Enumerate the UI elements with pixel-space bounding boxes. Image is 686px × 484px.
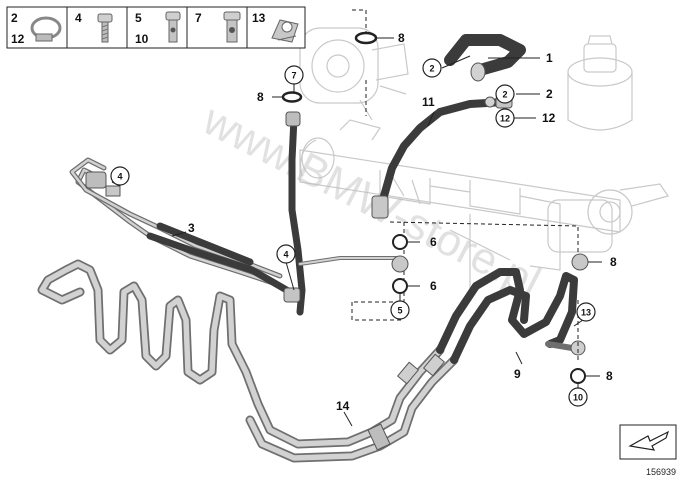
hollow-bolt-icon: [223, 11, 241, 43]
orientation-box: [619, 424, 677, 460]
power-steering-pump-ghost: [299, 27, 409, 121]
label-1: 1: [546, 51, 553, 65]
callout-4b: 4: [276, 244, 296, 264]
holder-clip-icon: [271, 19, 299, 43]
callout-7: 7: [284, 65, 304, 85]
callout-2a: 2: [422, 58, 442, 78]
seal-washer: [570, 368, 586, 384]
suction-hose: [444, 34, 526, 82]
callout-2b: 2: [495, 84, 515, 104]
steering-rack-ghost: [299, 119, 669, 290]
svg-text:5: 5: [397, 306, 402, 316]
label-9: 9: [514, 367, 521, 381]
label-6-upper: 6: [430, 235, 437, 249]
cooling-coil-pipe: [37, 259, 459, 463]
legend-label: 4: [75, 11, 82, 25]
legend-box: 2 12 4 5 10 7 13: [6, 6, 306, 49]
label-8-bottom: 8: [606, 369, 613, 383]
o-ring: [281, 91, 303, 103]
callout-12: 12: [495, 108, 515, 128]
legend-label: 10: [135, 32, 149, 46]
seals: [281, 31, 586, 384]
hose-9: [436, 268, 586, 364]
label-11: 11: [422, 95, 435, 109]
banjo-bolt-icon: [165, 11, 181, 43]
label-8-rack: 8: [610, 255, 617, 269]
label-8-pump: 8: [257, 90, 264, 104]
callout-13: 13: [576, 302, 596, 322]
svg-text:2: 2: [429, 64, 434, 74]
label-leaders: [111, 37, 602, 427]
svg-text:2: 2: [502, 90, 507, 100]
legend-label: 2: [11, 11, 18, 25]
legend-label: 7: [195, 11, 202, 25]
callout-5: 5: [390, 300, 410, 320]
svg-text:4: 4: [283, 250, 288, 260]
legend-label: 13: [252, 11, 266, 25]
screw-bolt-icon: [97, 13, 113, 43]
label-12: 12: [542, 111, 556, 125]
seal-washer: [392, 278, 408, 294]
label-8-top: 8: [398, 31, 405, 45]
callout-4a: 4: [110, 166, 130, 186]
banjo-bolts: [391, 96, 589, 273]
direction-arrow-icon: [628, 430, 670, 451]
svg-text:7: 7: [291, 71, 296, 81]
dashed-leaders: [351, 9, 579, 360]
o-ring: [354, 31, 378, 45]
callouts: 2 2 12 7 4 4 5 13 10: [110, 58, 596, 407]
label-2: 2: [546, 87, 553, 101]
fluid-reservoir-ghost: [567, 35, 633, 131]
part-labels: 1 2 12 8 8 11 3 6 6 8 8 9 14: [188, 31, 617, 413]
callout-10: 10: [568, 387, 588, 407]
legend-label: 12: [11, 32, 25, 46]
legend-label: 5: [135, 11, 142, 25]
label-3: 3: [188, 221, 195, 235]
diagram-number: 156939: [646, 467, 676, 477]
pressure-hose-assembly: [69, 111, 398, 316]
seal-washer: [392, 234, 408, 250]
svg-text:13: 13: [581, 308, 591, 318]
background-components: [299, 27, 669, 290]
svg-text:4: 4: [117, 172, 122, 182]
svg-text:10: 10: [573, 393, 583, 403]
hose-clamp-icon: [30, 16, 62, 42]
label-6-lower: 6: [430, 279, 437, 293]
label-14: 14: [336, 399, 350, 413]
svg-text:12: 12: [500, 114, 510, 124]
